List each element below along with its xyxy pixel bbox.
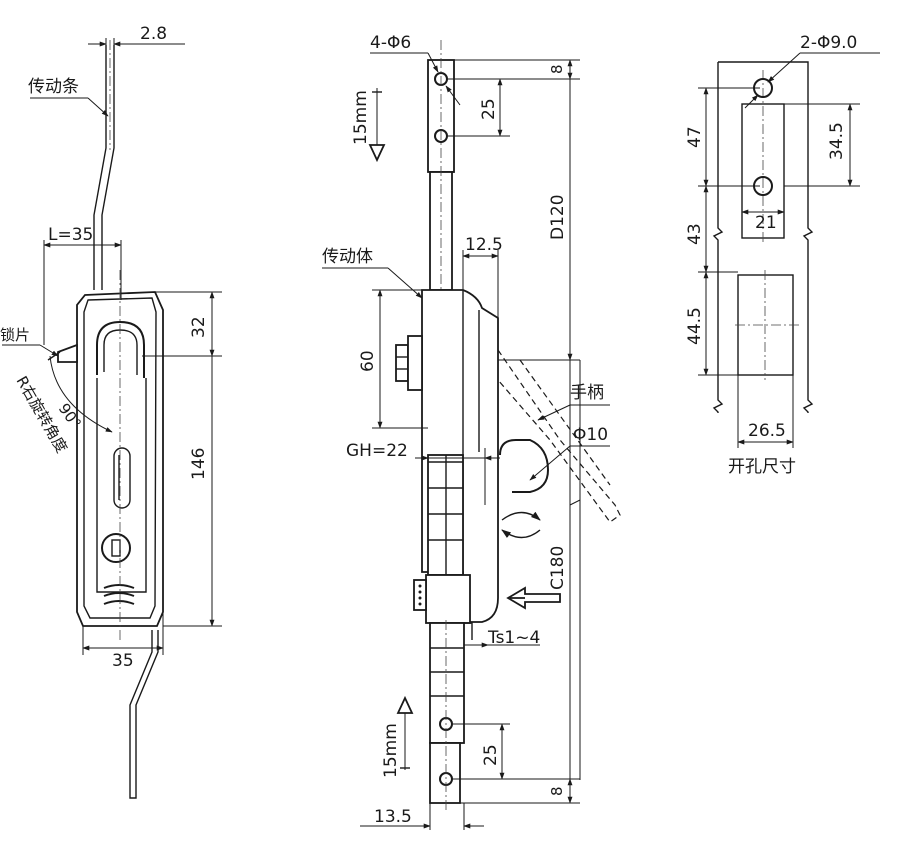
dim-47: 47 — [685, 126, 705, 148]
lock-plate — [57, 343, 78, 363]
rotation-hook — [499, 439, 550, 493]
dim-34-5: 34.5 — [827, 122, 847, 160]
handle-open-position — [497, 349, 621, 523]
dim-43: 43 — [685, 223, 705, 245]
dim-26-5: 26.5 — [748, 421, 786, 441]
dim-Ts: Ts1~4 — [487, 628, 540, 648]
dim-12-5: 12.5 — [465, 235, 503, 255]
grip-loop — [96, 320, 145, 378]
dim-13-5: 13.5 — [374, 807, 412, 827]
left-view: 2.8 传动条 L=35 32 146 35 锁片 90° R右旋转角度 — [0, 24, 222, 799]
mount-nut — [395, 344, 409, 382]
dim-GH: GH=22 — [346, 441, 408, 461]
dim-height-146: 146 — [189, 448, 209, 480]
label-stroke-bottom: 15mm — [381, 723, 401, 778]
label-stroke-top: 15mm — [351, 90, 371, 145]
key-cylinder — [101, 533, 131, 563]
vent-grille — [103, 584, 135, 605]
drive-rod-lower — [129, 630, 159, 799]
label-lock-plate: 锁片 — [0, 326, 30, 344]
rod-bottom — [429, 622, 465, 744]
dim-L: L=35 — [48, 225, 93, 245]
dim-top-8: 8 — [548, 64, 566, 74]
label-drive-rod: 传动条 — [28, 77, 79, 97]
collar — [425, 574, 471, 624]
label-cutout-size: 开孔尺寸 — [728, 457, 796, 477]
dim-bottom-8: 8 — [548, 786, 566, 796]
dim-holes-4: 4-Φ6 — [370, 33, 411, 53]
dim-width-35: 35 — [112, 651, 134, 671]
dim-44-5: 44.5 — [685, 307, 705, 345]
dim-top-25: 25 — [479, 98, 499, 120]
dim-60: 60 — [358, 350, 378, 372]
middle-view: 4-Φ6 8 25 D120 15mm 12.5 传动体 60 — [322, 33, 621, 830]
dim-phi10: Φ10 — [573, 425, 608, 445]
right-view: 2-Φ9.0 47 34.5 21 43 44.5 26.5 开孔尺寸 — [685, 33, 880, 477]
dim-rod-thickness: 2.8 — [140, 24, 167, 44]
cutout-strip — [712, 61, 814, 413]
dim-21: 21 — [755, 213, 777, 233]
label-drive-body: 传动体 — [322, 247, 373, 267]
rotation-arc — [49, 355, 113, 433]
dim-top-32: 32 — [189, 316, 209, 338]
dim-D120: D120 — [548, 194, 568, 240]
dim-holes-2: 2-Φ9.0 — [800, 33, 857, 53]
handle-slot — [113, 447, 131, 509]
dim-C180: C180 — [548, 546, 568, 590]
drive-rod-upper — [93, 45, 115, 290]
label-handle: 手柄 — [570, 383, 604, 403]
push-direction-arrow — [506, 586, 561, 610]
dim-bottom-25: 25 — [481, 744, 501, 766]
